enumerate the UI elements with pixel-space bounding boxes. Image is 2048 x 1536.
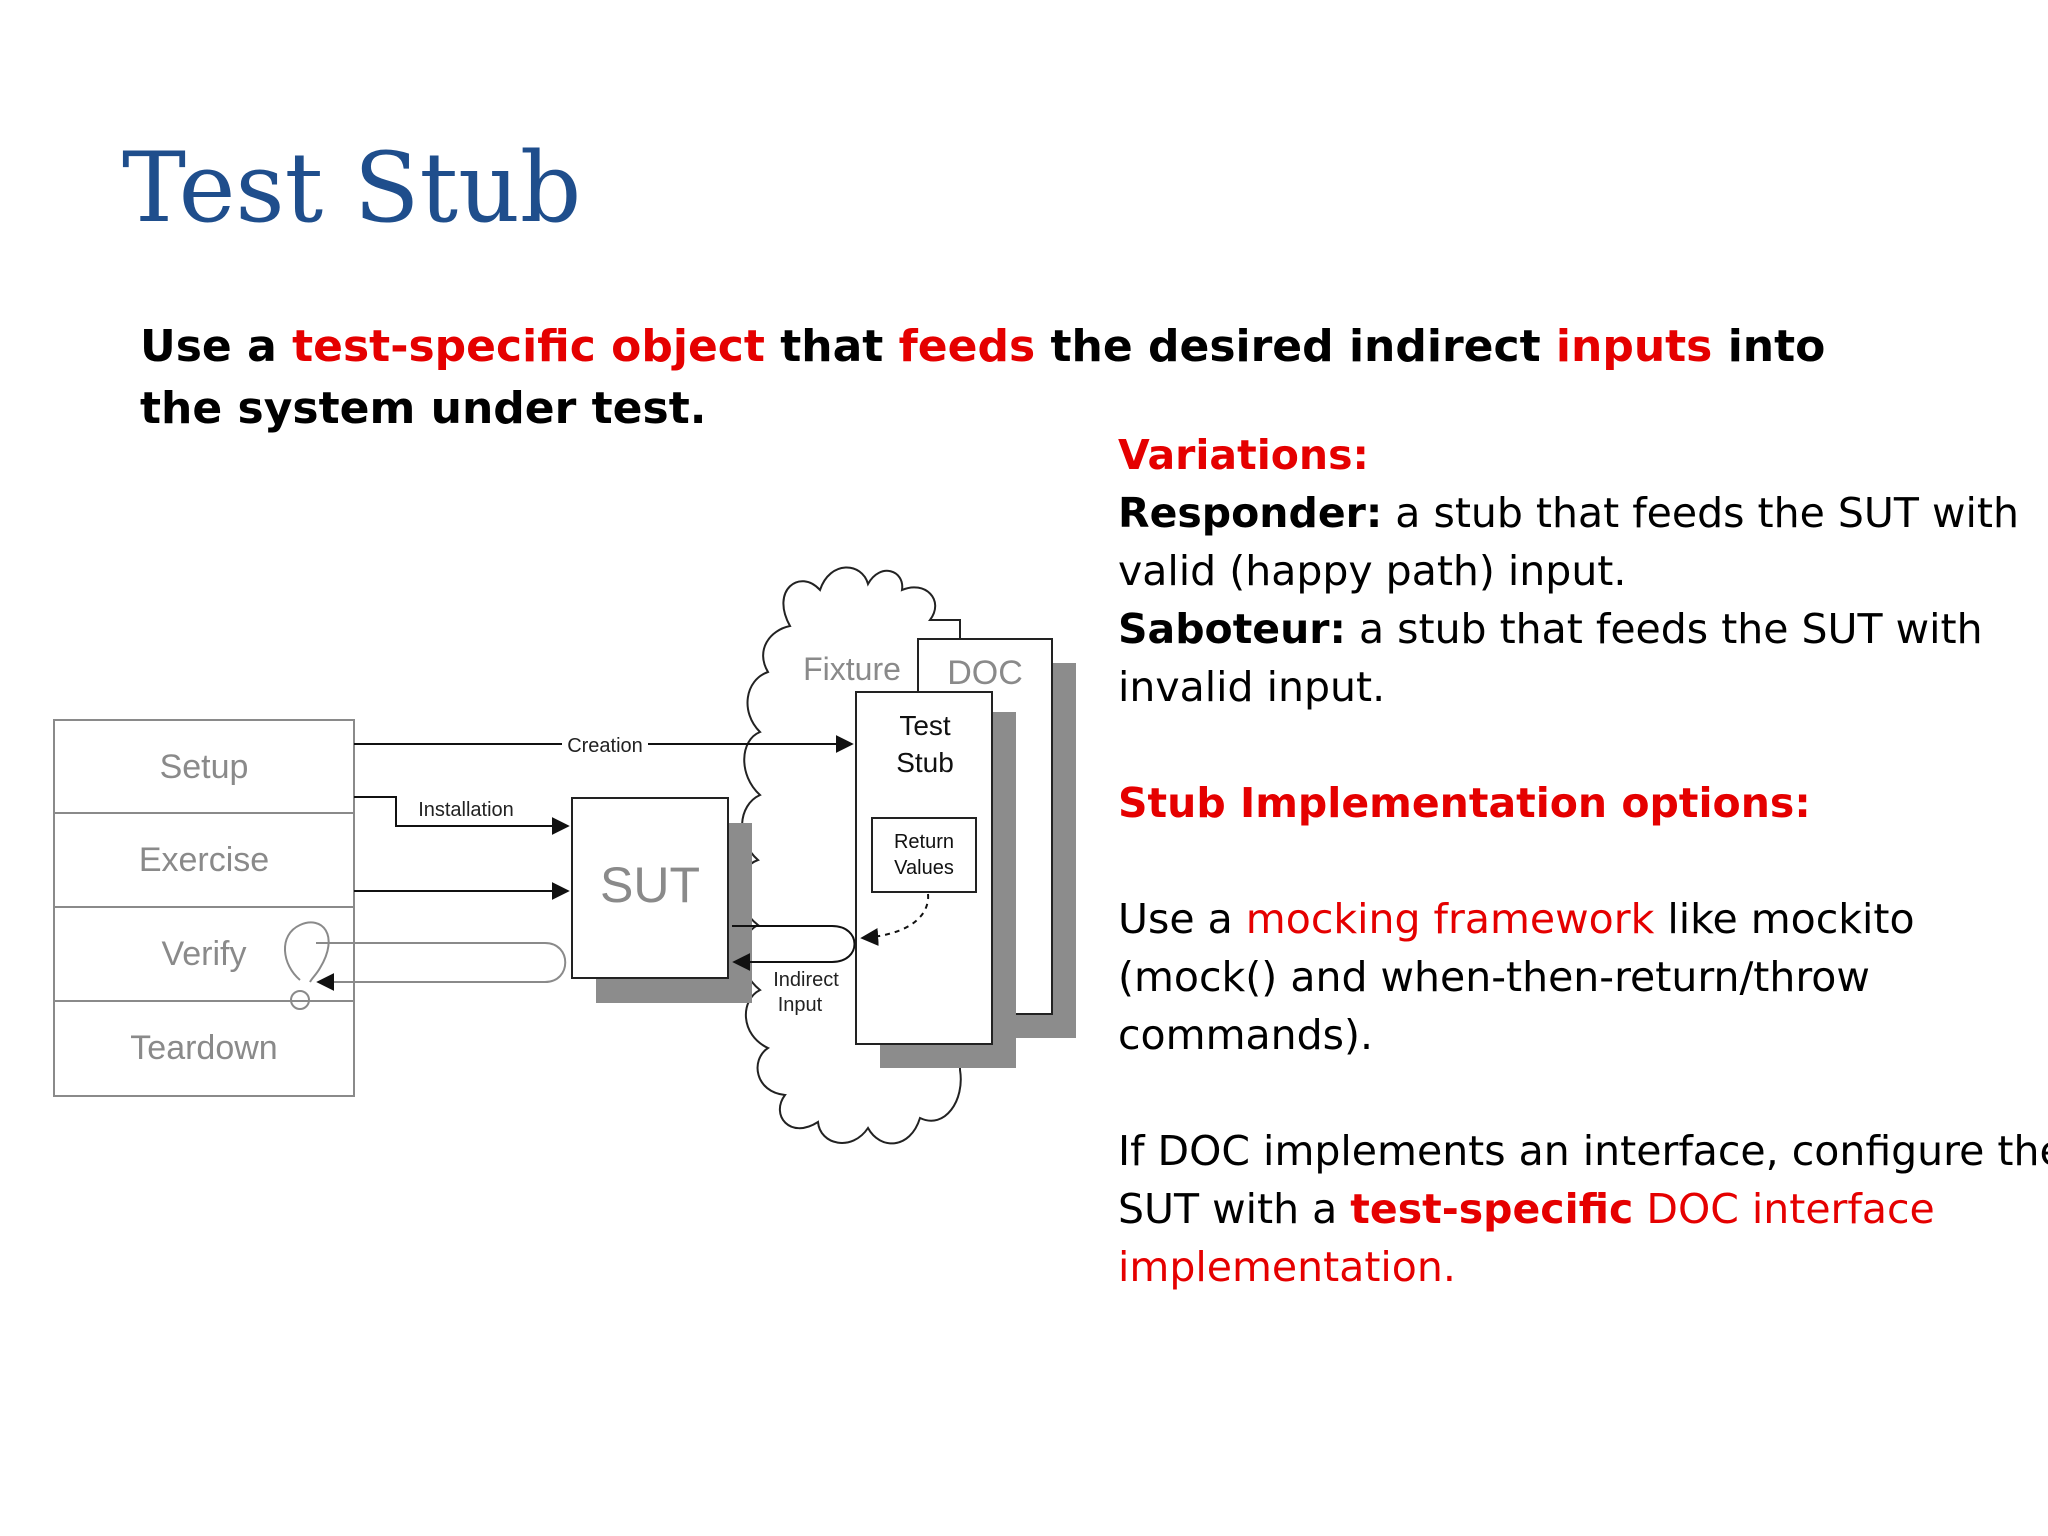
mock-suffix: like mockito (1654, 895, 1915, 943)
interface-line-2: SUT with a test-specific DOC interface (1118, 1180, 2048, 1238)
interface-line-3: implementation. (1118, 1243, 1456, 1291)
right-column: Variations: Responder: a stub that feeds… (1118, 426, 2048, 1296)
interface-highlight: DOC interface (1633, 1185, 1935, 1233)
lead-highlight-feeds: feeds (898, 321, 1036, 372)
creation-label-bg (562, 732, 648, 756)
saboteur-line-2: invalid input. (1118, 663, 1386, 711)
responder-label: Responder: (1118, 489, 1383, 537)
responder-line-2: valid (happy path) input. (1118, 547, 1627, 595)
test-stub-diagram: DOC Fixture Test Stub Return Values SUT … (53, 566, 1076, 1145)
saboteur-text: a stub that feeds the SUT with (1345, 605, 1983, 653)
indirect-input-label-1: Indirect (773, 969, 839, 991)
indirect-input-label-2: Input (778, 994, 823, 1016)
variations-heading: Variations: (1118, 431, 1369, 479)
doc-label: DOC (947, 654, 1023, 692)
mock-highlight: mocking framework (1245, 895, 1655, 943)
installation-label: Installation (418, 799, 514, 821)
lightbulb-icon (284, 921, 330, 1010)
saboteur-line: Saboteur: a stub that feeds the SUT with (1118, 600, 2048, 658)
page-title: Test Stub (122, 132, 582, 244)
responder-text: a stub that feeds the SUT with (1382, 489, 2019, 537)
phase-teardown: Teardown (130, 1029, 277, 1067)
phase-setup: Setup (160, 748, 249, 786)
saboteur-label: Saboteur: (1118, 605, 1346, 653)
return-values-box (871, 817, 977, 893)
lead-text-1: Use a (140, 321, 293, 372)
mock-prefix: Use a (1118, 895, 1246, 943)
return-values-label-1: Return (894, 831, 954, 853)
interface-prefix: SUT with a (1118, 1185, 1351, 1233)
sut-label: SUT (600, 857, 700, 913)
creation-label: Creation (567, 735, 643, 757)
sut-box (571, 797, 729, 979)
indirect-input-arrow (732, 925, 856, 971)
lead-text-3: the desired indirect (1035, 321, 1556, 372)
fixture-label: Fixture (803, 651, 901, 687)
mock-line-2: (mock() and when-then-return/throw (1118, 953, 1870, 1001)
return-dashed-arrow (860, 893, 930, 946)
lead-statement: Use a test-specific object that feeds th… (140, 316, 1900, 440)
lead-highlight-inputs: inputs (1555, 321, 1713, 372)
interface-bold-highlight: test-specific (1350, 1185, 1634, 1233)
return-values-label-2: Values (894, 857, 954, 879)
interface-line-1: If DOC implements an interface, configur… (1118, 1127, 2048, 1175)
responder-line: Responder: a stub that feeds the SUT wit… (1118, 484, 2048, 542)
phase-verify: Verify (161, 935, 246, 973)
mock-line-1: Use a mocking framework like mockito (1118, 890, 2048, 948)
lead-text-4: into the system under test. (140, 321, 1826, 434)
phase-column: Setup Exercise Verify Teardown (53, 719, 355, 1097)
test-stub-label-1: Test (899, 710, 951, 741)
test-stub-label-2: Stub (896, 747, 954, 778)
phase-exercise: Exercise (139, 841, 269, 879)
installation-arrow (354, 796, 570, 835)
lead-highlight-object: test-specific object (292, 321, 765, 372)
mock-line-3: commands). (1118, 1011, 1374, 1059)
implementation-heading: Stub Implementation options: (1118, 779, 1811, 827)
lead-text-2: that (764, 321, 899, 372)
verify-arrow (316, 942, 567, 991)
